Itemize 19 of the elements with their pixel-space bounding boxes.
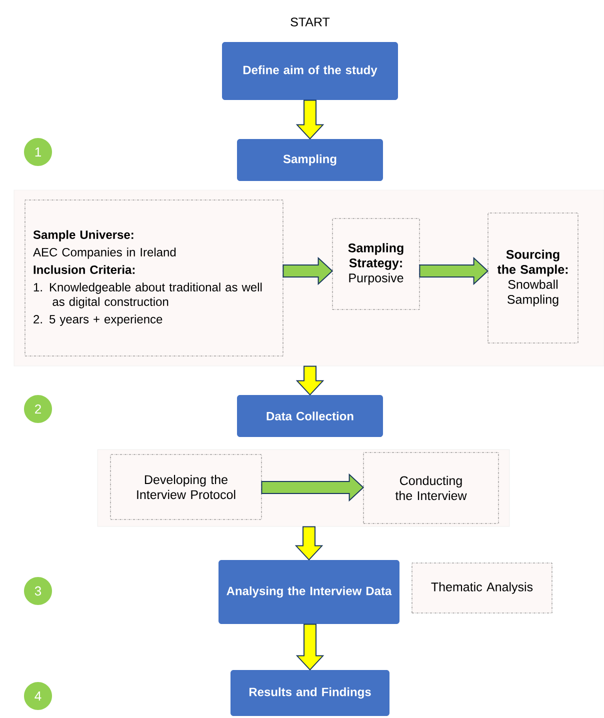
process-box: Results and Findings (230, 670, 390, 716)
block-arrow (296, 624, 324, 671)
process-box: Analysing the Interview Data (218, 560, 400, 624)
dashed-text-box: Thematic Analysis (412, 562, 552, 614)
dashed-text-box: Developing the Interview Protocol (110, 454, 262, 520)
block-arrow (296, 366, 324, 396)
block-arrow (296, 100, 324, 140)
dashed-text-box: Sample Universe: AEC Companies in Ireland Inclusion Criteria: 1. Knowledgeable about traditional as well as digital construction 2. 5 years + experience (24, 200, 284, 356)
dashed-text-box: Conducting the Interview (363, 452, 499, 524)
block-arrow (419, 256, 489, 286)
dashed-text-box: Sourcing the Sample: Snowball Sampling (488, 212, 578, 344)
dashed-text-box: Sampling Strategy: Purposive (332, 218, 420, 310)
process-box: Data Collection (237, 395, 383, 437)
start-label: START (290, 18, 330, 26)
block-arrow (294, 526, 324, 561)
block-arrow (282, 256, 334, 286)
process-box: Sampling (237, 139, 383, 181)
process-box: Define aim of the study (222, 42, 398, 100)
block-arrow (261, 473, 364, 502)
